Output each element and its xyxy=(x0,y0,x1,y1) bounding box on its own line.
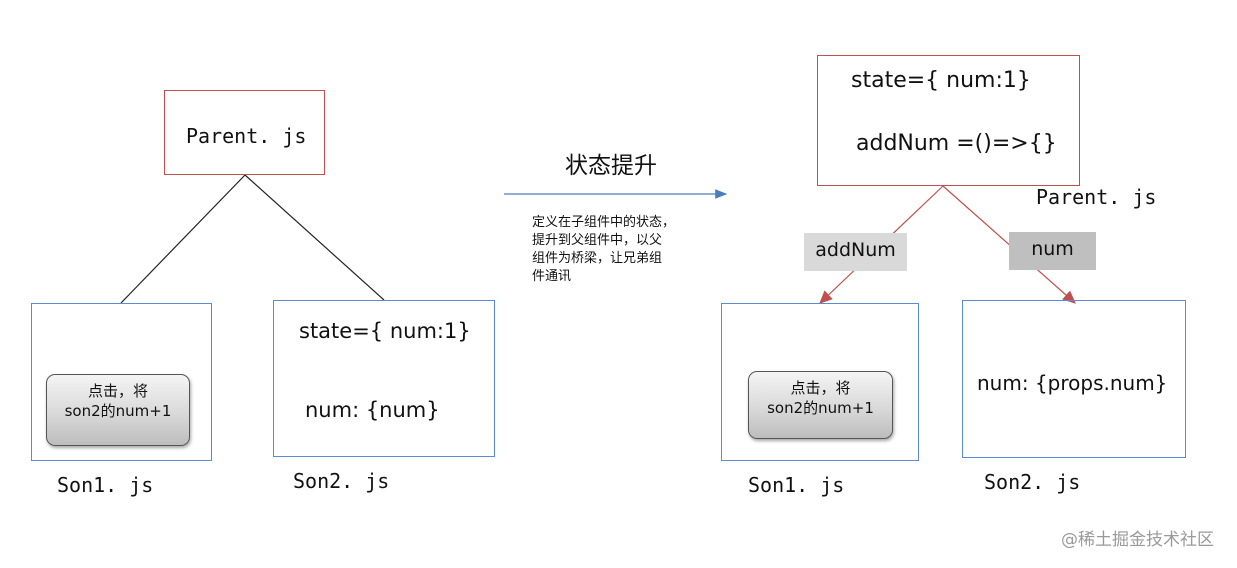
addnum-prop-tag: addNum xyxy=(804,233,907,271)
left-parent-son1-line xyxy=(120,174,246,304)
description-line-3: 组件为桥梁，让兄弟组 xyxy=(532,251,663,266)
right-son1-label: Son1. js xyxy=(748,473,845,497)
description-line-4: 件通讯 xyxy=(532,269,572,284)
right-son1-button[interactable]: 点击，将 son2的num+1 xyxy=(748,371,893,439)
state-lifting-title: 状态提升 xyxy=(565,153,657,179)
description-line-1: 定义在子组件中的状态， xyxy=(532,215,676,230)
right-parent-box xyxy=(817,55,1080,186)
left-son1-box xyxy=(31,303,212,461)
right-son2-label: Son2. js xyxy=(984,470,1081,494)
left-son1-button-line1: 点击，将 xyxy=(87,382,148,400)
left-parent-son2-line xyxy=(244,174,385,301)
right-parent-state: state={ num:1} xyxy=(851,68,1031,93)
right-son1-button-line2: son2的num+1 xyxy=(767,399,874,417)
left-son1-label: Son1. js xyxy=(57,473,154,497)
right-son2-box xyxy=(962,300,1186,458)
right-parent-label: Parent. js xyxy=(1036,185,1157,209)
description-line-2: 提升到父组件中，以父 xyxy=(532,233,663,248)
num-prop-tag: num xyxy=(1009,232,1096,270)
left-son1-button-line2: son2的num+1 xyxy=(64,402,172,420)
right-son2-props: num: {props.num} xyxy=(977,371,1168,395)
state-lifting-description: 定义在子组件中的状态， 提升到父组件中，以父 组件为桥梁，让兄弟组 件通讯 xyxy=(532,214,675,286)
left-son1-button[interactable]: 点击，将 son2的num+1 xyxy=(46,374,190,446)
right-parent-method: addNum =()=>{} xyxy=(856,131,1057,156)
left-son2-state: state={ num:1} xyxy=(299,319,471,343)
watermark: @稀土掘金技术社区 xyxy=(1061,530,1214,550)
left-parent-label: Parent. js xyxy=(186,124,307,148)
right-son1-button-line1: 点击，将 xyxy=(790,379,851,397)
left-son2-label: Son2. js xyxy=(293,469,390,493)
left-parent-box xyxy=(164,90,325,175)
left-son2-box xyxy=(273,300,495,457)
left-son2-num: num: {num} xyxy=(305,398,440,422)
right-son1-box xyxy=(721,303,919,461)
